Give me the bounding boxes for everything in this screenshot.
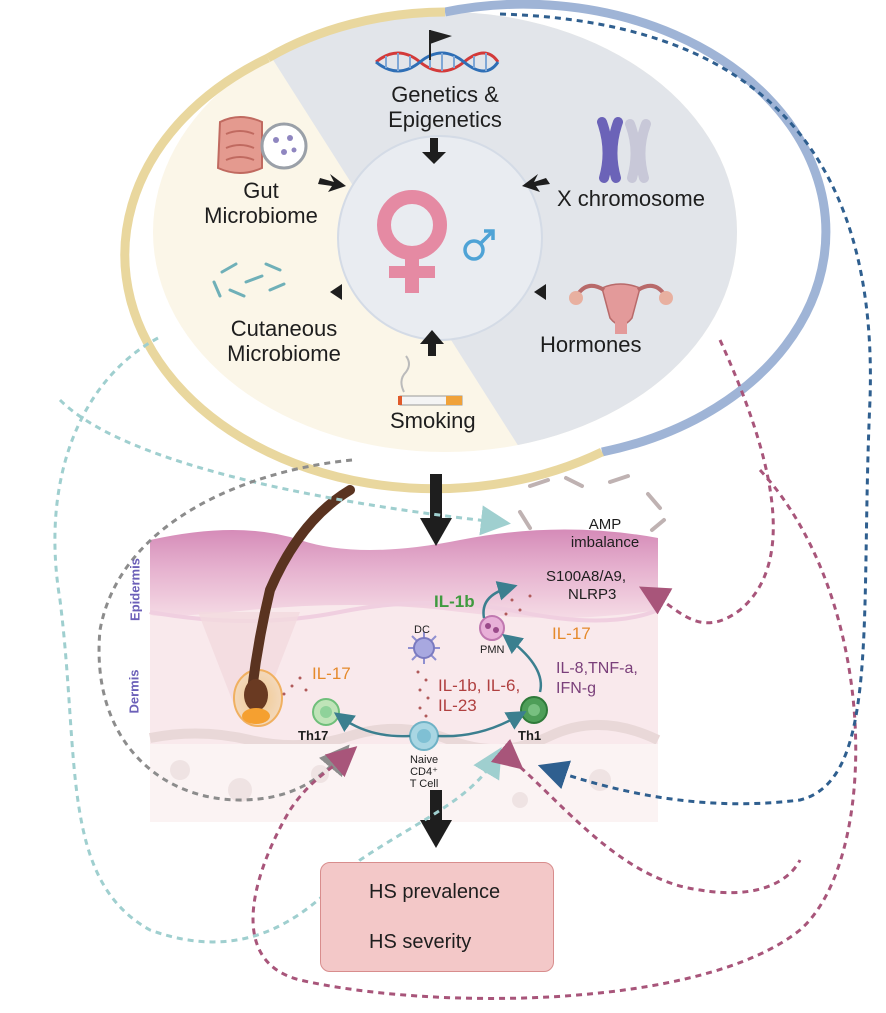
male-icon — [463, 229, 495, 261]
s100a8-label: S100A8/A9, — [546, 568, 627, 585]
il17-pmn-label: IL-17 — [552, 624, 591, 643]
dc-label: DC — [414, 624, 430, 636]
female-icon — [377, 190, 447, 293]
dashed-connectors — [53, 12, 872, 1000]
nlrp3-label: NLRP3 — [568, 586, 617, 603]
amp-bacteria-icon — [518, 474, 666, 532]
naive-label-2: CD4⁺ — [410, 766, 438, 778]
cutaneous-microbiome-label: Cutaneous Microbiome — [227, 316, 341, 366]
factor-arrows — [318, 138, 550, 356]
hs-severity-label: HS severity — [369, 931, 472, 953]
th17-label: Th17 — [298, 728, 329, 743]
cell-arrows — [333, 581, 543, 738]
dc-cell — [408, 632, 440, 664]
smoking-label: Smoking — [390, 408, 476, 433]
naive-label-3: T Cell — [409, 778, 439, 790]
x-chromosome-label: X chromosome — [557, 186, 705, 211]
th1-label: Th1 — [518, 728, 542, 743]
uterus-icon — [569, 283, 673, 334]
cytokine-dots — [282, 594, 532, 718]
amp-imbalance-label: AMP imbalance — [570, 516, 640, 551]
gut-microbiome-label: Gut Microbiome — [204, 178, 318, 228]
dermis-label: Dermis — [126, 669, 142, 714]
il17-th17-label: IL-17 — [312, 664, 351, 683]
th1-cytokines-line2: IFN-g — [556, 680, 596, 697]
naive-cell — [409, 721, 439, 751]
cytokines-line2: IL-23 — [438, 696, 477, 715]
cigarette-icon — [398, 355, 463, 406]
factor-ellipse — [120, 0, 831, 494]
cytokines-line1: IL-1b, IL-6, — [438, 676, 521, 695]
hs-prevalence-label: HS prevalence — [369, 881, 501, 903]
naive-label-1: Naive — [409, 754, 439, 766]
outcome-box: HS prevalence HS severity — [320, 862, 554, 972]
main-arrows — [420, 474, 452, 848]
epidermis-label: Epidermis — [127, 558, 143, 621]
il1b-epidermis-label: IL-1b — [434, 592, 475, 611]
th1-cytokines-line1: IL-8,TNF-a, — [556, 660, 638, 677]
dna-icon — [375, 30, 500, 73]
th17-cell — [312, 698, 340, 726]
hormones-label: Hormones — [540, 332, 642, 357]
chromosome-icon — [597, 117, 651, 183]
th1-cell — [520, 696, 548, 724]
genetics-label: Genetics & Epigenetics — [388, 82, 502, 132]
gut-icon — [216, 116, 308, 174]
pmn-label: PMN — [480, 644, 505, 656]
pmn-cell — [479, 615, 505, 641]
bacteria-icon — [212, 262, 286, 298]
